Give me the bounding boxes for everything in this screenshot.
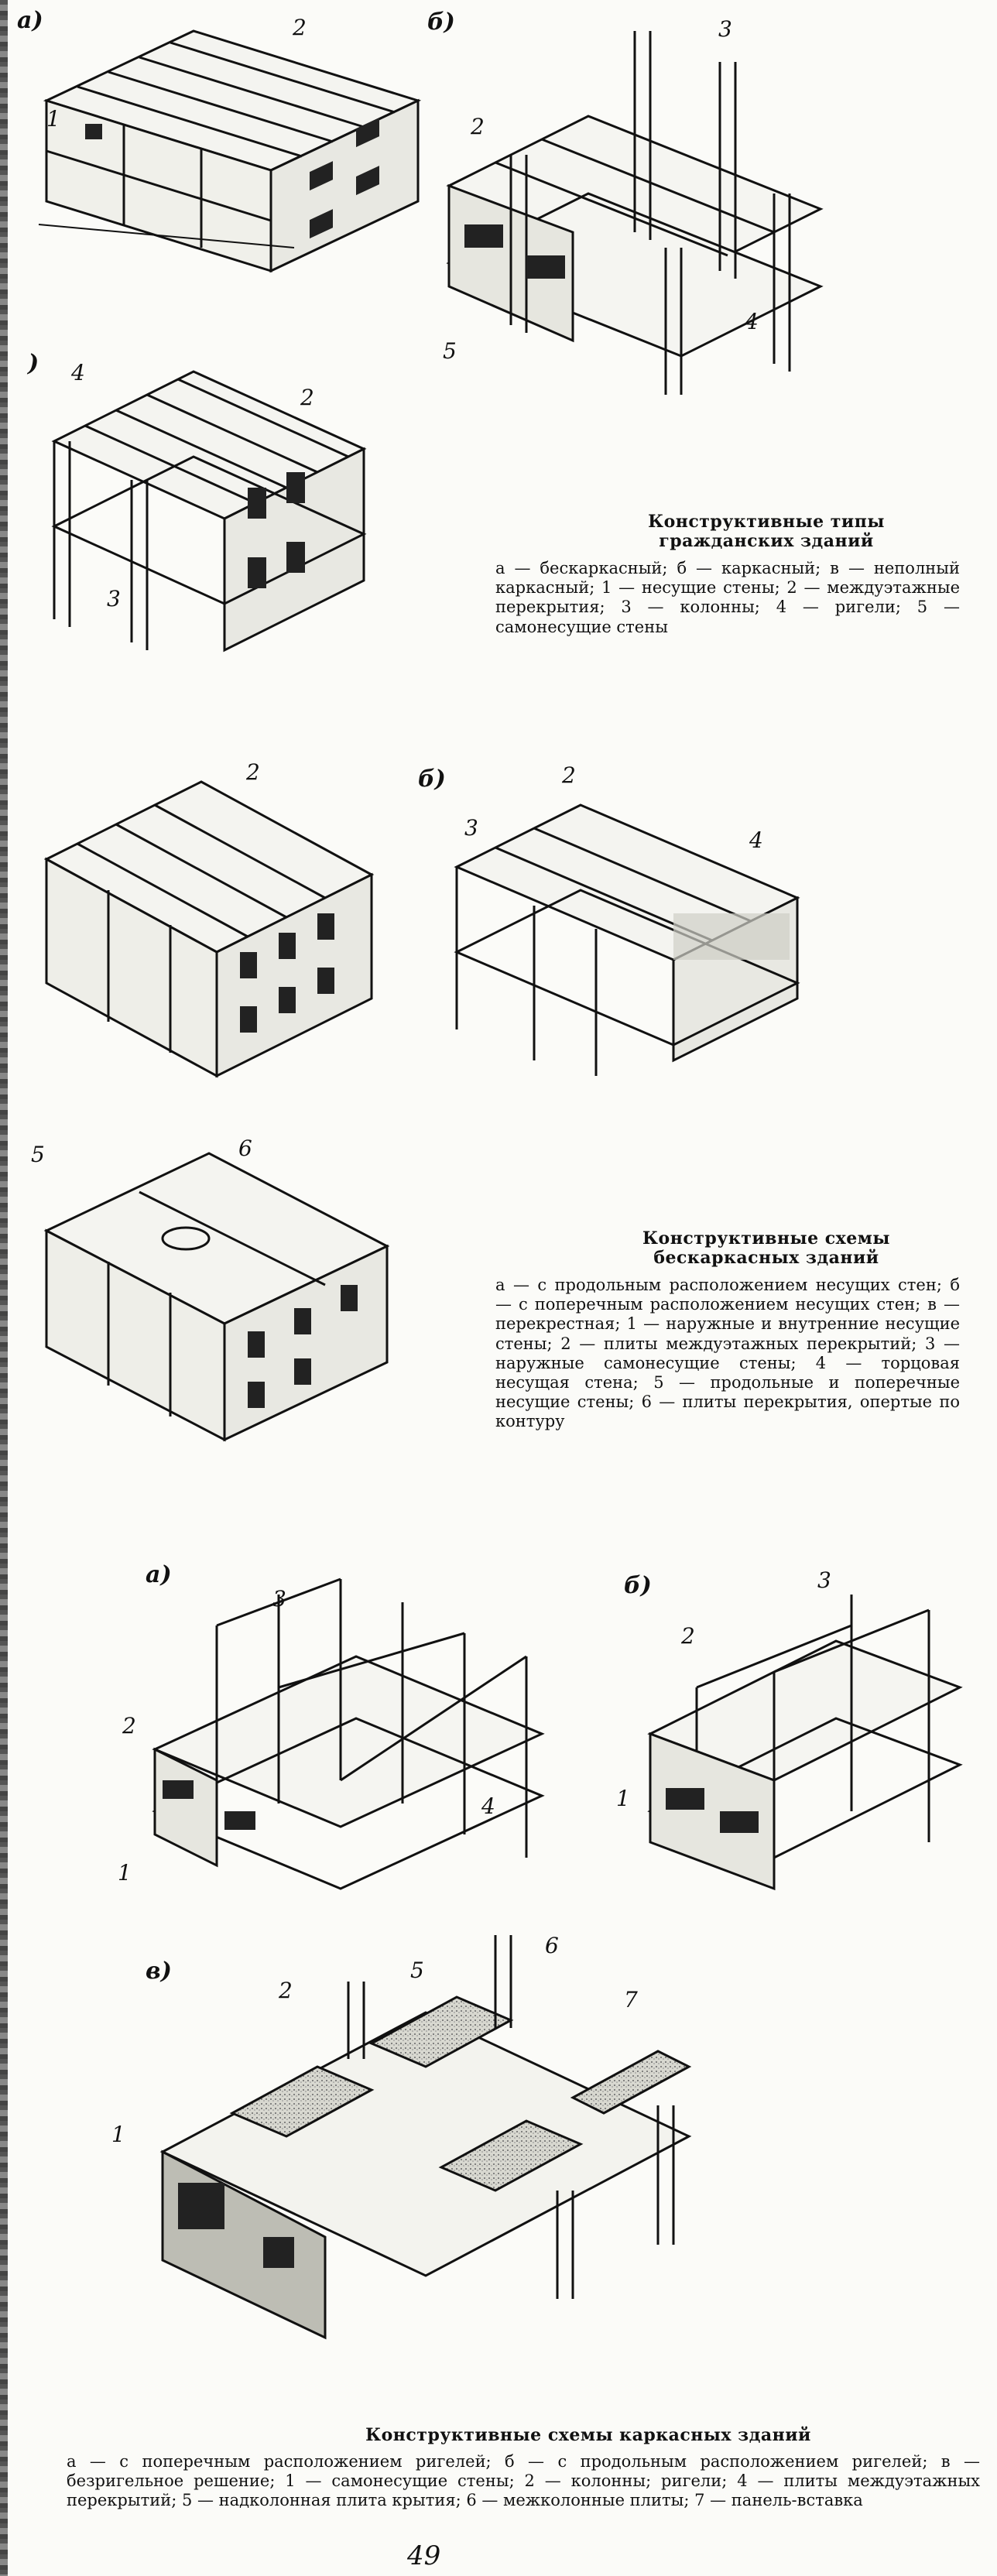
fig3v-drawing bbox=[159, 1935, 692, 2340]
fig1-caption-text: а — бескаркасный; б — каркасный; в — неп… bbox=[495, 559, 960, 636]
fig3b-drawing bbox=[647, 1595, 963, 1891]
fig2a-drawing bbox=[43, 780, 375, 1078]
fig1-label-b: б) bbox=[427, 9, 455, 36]
fig3b-num-3: 3 bbox=[817, 1567, 831, 1593]
fig3-caption-text: а — с поперечным расположением ригелей; … bbox=[67, 2452, 980, 2510]
fig3a-num-1: 1 bbox=[118, 1860, 132, 1886]
page-number: 49 bbox=[407, 2540, 441, 2571]
fig3b-num-1: 1 bbox=[616, 1786, 630, 1811]
fig3-label-b: б) bbox=[624, 1572, 652, 1599]
fig3a-num-4: 4 bbox=[481, 1793, 495, 1819]
fig3a-num-2: 2 bbox=[122, 1713, 136, 1738]
fig2b-num-4: 4 bbox=[749, 827, 763, 853]
fig2-caption-title-line1: Конструктивные схемы bbox=[642, 1228, 890, 1249]
fig2v-num-6: 6 bbox=[238, 1136, 252, 1161]
fig1v-num-3: 3 bbox=[107, 586, 121, 611]
fig1a-building-drawing bbox=[38, 29, 422, 273]
fig3v-num-1: 1 bbox=[111, 2122, 125, 2147]
fig1a-num-2: 2 bbox=[293, 15, 307, 40]
fig1a-num-1: 1 bbox=[46, 106, 60, 132]
fig3v-num-5: 5 bbox=[410, 1958, 424, 1983]
fig1b-num-5: 5 bbox=[443, 338, 457, 364]
fig2a-num-2: 2 bbox=[246, 759, 260, 785]
scan-shadow-edge bbox=[0, 0, 8, 2576]
fig3v-num-6: 6 bbox=[545, 1933, 559, 1958]
fig1-caption-title: Конструктивные типы гражданских зданий bbox=[573, 512, 960, 552]
fig2-label-b: б) bbox=[418, 766, 446, 793]
fig3-label-v: в) bbox=[146, 1958, 172, 1985]
fig1b-num-2: 2 bbox=[471, 114, 485, 139]
fig2b-num-3: 3 bbox=[464, 815, 478, 841]
fig3a-drawing bbox=[152, 1577, 545, 1890]
fig3a-num-3: 3 bbox=[272, 1586, 286, 1612]
fig2-caption-text: а — с продольным расположением несущих с… bbox=[495, 1276, 960, 1431]
fig2v-drawing bbox=[43, 1152, 390, 1442]
fig1b-frame-drawing bbox=[446, 31, 824, 395]
fig1v-num-2: 2 bbox=[300, 385, 314, 410]
fig2-caption-title: Конструктивные схемы бескаркасных зданий bbox=[573, 1228, 960, 1269]
fig3v-num-7: 7 bbox=[624, 1987, 638, 2012]
fig1v-num-4: 4 bbox=[71, 360, 85, 385]
fig1b-num-3: 3 bbox=[718, 16, 732, 42]
fig3-caption-title: Конструктивные схемы каркасных зданий bbox=[365, 2425, 811, 2445]
fig3v-num-2: 2 bbox=[279, 1978, 293, 2003]
fig1b-num-4: 4 bbox=[745, 309, 759, 334]
fig2b-num-2: 2 bbox=[562, 762, 576, 788]
fig1-label-v: ) bbox=[28, 350, 39, 377]
fig1-caption-title-line1: Конструктивные типы bbox=[648, 512, 885, 532]
fig1-caption-title-line2: гражданских зданий bbox=[659, 531, 874, 552]
fig3b-num-2: 2 bbox=[681, 1623, 695, 1649]
fig2-caption-title-line2: бескаркасных зданий bbox=[653, 1248, 879, 1269]
fig2b-drawing bbox=[454, 803, 800, 1076]
fig1-label-a: а) bbox=[17, 7, 43, 34]
fig2v-num-5: 5 bbox=[31, 1142, 45, 1167]
fig3-label-a: а) bbox=[146, 1561, 172, 1588]
fig1v-incomplete-frame-drawing bbox=[51, 370, 367, 653]
